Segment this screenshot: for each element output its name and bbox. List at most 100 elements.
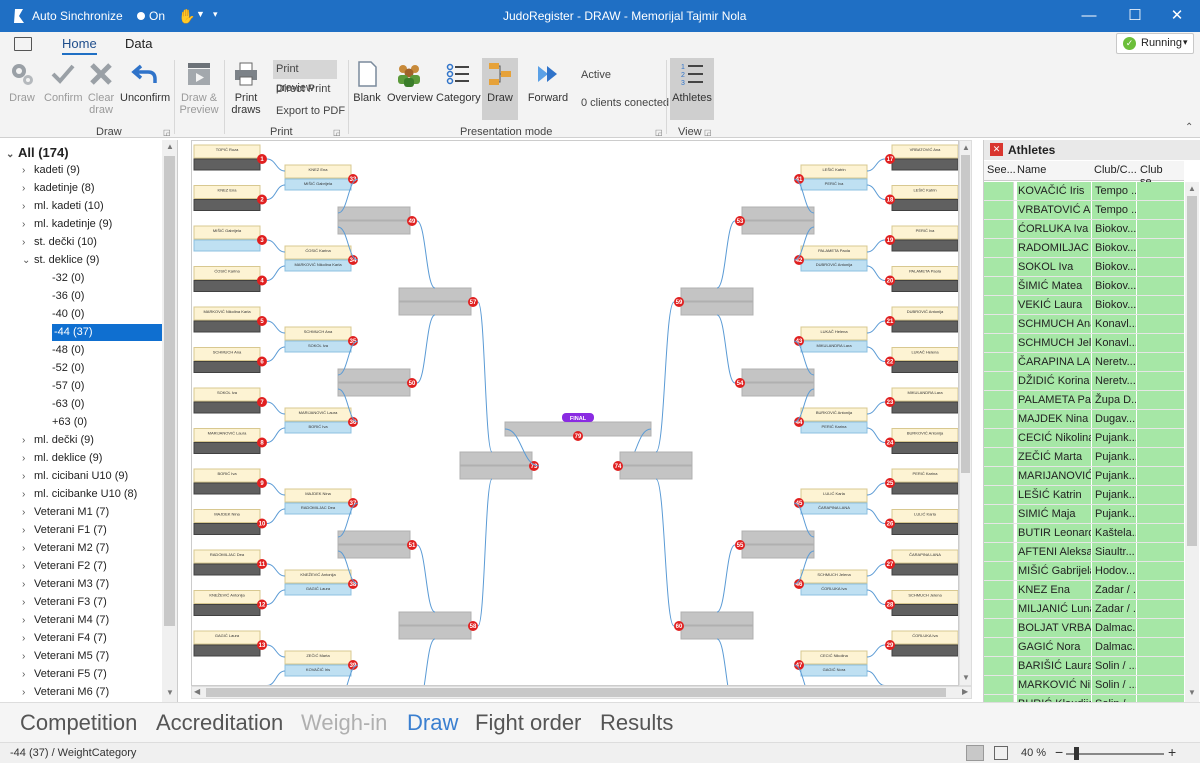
scroll-down-icon[interactable]: ▼ (962, 673, 970, 682)
name-cell[interactable]: MARIJANOVIĆ... (1017, 467, 1091, 485)
tree-root[interactable]: ⌄All (174) (6, 144, 69, 161)
tree-weight-item[interactable]: -32 (0) (52, 270, 84, 287)
chevron-right-icon[interactable]: › (22, 471, 26, 482)
name-cell[interactable]: KOVAČIĆ Iris (1017, 182, 1091, 200)
chevron-down-icon[interactable]: ⌄ (6, 149, 15, 160)
dialog-launcher-icon[interactable]: ◲ (333, 128, 341, 137)
name-cell[interactable]: ĆORLUKA Iva (1017, 220, 1091, 238)
name-cell[interactable]: BOLJAT VRBA... (1017, 619, 1091, 637)
tree-category-item[interactable]: ›ml. cicibani U10 (9) (22, 468, 128, 485)
name-cell[interactable]: RADOMILJAC ... (1017, 239, 1091, 257)
grid-scrollbar[interactable]: ▲ ▼ (1185, 182, 1199, 702)
seed-cell[interactable] (984, 676, 1014, 694)
seed-cell[interactable] (984, 505, 1014, 523)
seed-cell[interactable] (984, 182, 1014, 200)
tab-competition[interactable]: Competition (20, 710, 138, 735)
col-header-seed[interactable]: See... (987, 164, 1016, 176)
club-seed-cell[interactable] (1137, 486, 1184, 504)
seed-cell[interactable] (984, 334, 1014, 352)
club-cell[interactable]: Biokov... (1092, 296, 1136, 314)
name-cell[interactable]: MAJDEK Nina (1017, 410, 1091, 428)
table-row[interactable]: PALAMETA Pa...Župa D... (984, 391, 1184, 410)
seed-cell[interactable] (984, 410, 1014, 428)
table-row[interactable]: VRBATOVIĆ AnaTempo ... (984, 201, 1184, 220)
tree-weight-item[interactable]: +63 (0) (52, 414, 87, 431)
scroll-down-icon[interactable]: ▼ (1188, 688, 1196, 697)
name-cell[interactable]: ZEČIĆ Marta (1017, 448, 1091, 466)
name-cell[interactable]: BUTIR Leonarda (1017, 524, 1091, 542)
tree-weight-item[interactable]: -40 (0) (52, 306, 84, 323)
club-cell[interactable]: Dalmac... (1092, 619, 1136, 637)
name-cell[interactable]: SOKOL Iva (1017, 258, 1091, 276)
club-seed-cell[interactable] (1137, 296, 1184, 314)
tab-home[interactable]: Home (62, 36, 97, 55)
tab-accreditation[interactable]: Accreditation (156, 710, 284, 735)
scroll-thumb[interactable] (164, 156, 175, 626)
club-cell[interactable]: Tempo ... (1092, 182, 1136, 200)
seed-cell[interactable] (984, 353, 1014, 371)
chevron-right-icon[interactable]: › (22, 633, 26, 644)
tree-category-item[interactable]: ›Veterani M4 (7) (22, 612, 109, 629)
dialog-launcher-icon[interactable]: ◲ (163, 128, 171, 137)
scroll-thumb[interactable] (1187, 196, 1197, 546)
club-seed-cell[interactable] (1137, 334, 1184, 352)
scroll-up-icon[interactable]: ▲ (962, 143, 970, 152)
chevron-right-icon[interactable]: › (22, 219, 26, 230)
name-cell[interactable]: MILJANIĆ Luna (1017, 600, 1091, 618)
page-view-icon[interactable] (994, 746, 1008, 760)
seed-cell[interactable] (984, 638, 1014, 656)
club-seed-cell[interactable] (1137, 467, 1184, 485)
tree-category-item[interactable]: ⌄st. deklice (9) (22, 252, 99, 269)
sync-toggle[interactable]: On (149, 9, 166, 23)
club-seed-cell[interactable] (1137, 277, 1184, 295)
club-cell[interactable]: Zadar / ... (1092, 600, 1136, 618)
chevron-right-icon[interactable]: › (22, 507, 26, 518)
seed-cell[interactable] (984, 467, 1014, 485)
club-seed-cell[interactable] (1137, 448, 1184, 466)
club-seed-cell[interactable] (1137, 315, 1184, 333)
club-seed-cell[interactable] (1137, 695, 1184, 702)
club-cell[interactable]: Neretv... (1092, 372, 1136, 390)
club-cell[interactable]: Pujank... (1092, 467, 1136, 485)
name-cell[interactable]: SIMIĆ Maja (1017, 505, 1091, 523)
club-seed-cell[interactable] (1137, 638, 1184, 656)
club-cell[interactable]: Dugav... (1092, 410, 1136, 428)
name-cell[interactable]: GAGIĆ Nora (1017, 638, 1091, 656)
club-cell[interactable]: Pujank... (1092, 486, 1136, 504)
tree-category-item[interactable]: ›Veterani M6 (7) (22, 684, 109, 701)
name-cell[interactable]: SCHMUCH Ana (1017, 315, 1091, 333)
dialog-launcher-icon[interactable]: ◲ (704, 128, 712, 137)
club-cell[interactable]: Pujank... (1092, 448, 1136, 466)
app-menu-icon[interactable] (14, 37, 32, 51)
overview-button[interactable]: Overview (387, 60, 433, 104)
chevron-right-icon[interactable]: › (22, 453, 26, 464)
club-cell[interactable]: Kaštela... (1092, 524, 1136, 542)
chevron-right-icon[interactable]: › (22, 525, 26, 536)
tab-weigh-in[interactable]: Weigh-in (301, 710, 388, 735)
chevron-right-icon[interactable]: › (22, 687, 26, 698)
tree-category-item[interactable]: ›Veterani M5 (7) (22, 648, 109, 665)
scroll-left-icon[interactable]: ◀ (194, 687, 201, 696)
canvas-hscroll[interactable]: ◀ ▶ (191, 686, 972, 699)
qat-customize-icon[interactable]: ▾ (213, 9, 218, 19)
club-cell[interactable]: Solin / ... (1092, 657, 1136, 675)
maximize-button[interactable]: ☐ (1128, 7, 1142, 24)
name-cell[interactable]: DŽIDIĆ Korina (1017, 372, 1091, 390)
tree-category-item[interactable]: ›ml. cicibanke U10 (8) (22, 486, 137, 503)
club-cell[interactable]: Solin / ... (1092, 695, 1136, 702)
name-cell[interactable]: VRBATOVIĆ Ana (1017, 201, 1091, 219)
chevron-right-icon[interactable]: › (22, 165, 26, 176)
zoom-in-icon[interactable]: + (1168, 744, 1177, 760)
chevron-right-icon[interactable]: › (22, 651, 26, 662)
tree-category-item[interactable]: ›Veterani F2 (7) (22, 558, 107, 575)
club-seed-cell[interactable] (1137, 600, 1184, 618)
name-cell[interactable]: ČARAPINA LA... (1017, 353, 1091, 371)
tree-category-item[interactable]: ›ml. deklice (9) (22, 450, 102, 467)
tree-weight-item[interactable]: -36 (0) (52, 288, 84, 305)
